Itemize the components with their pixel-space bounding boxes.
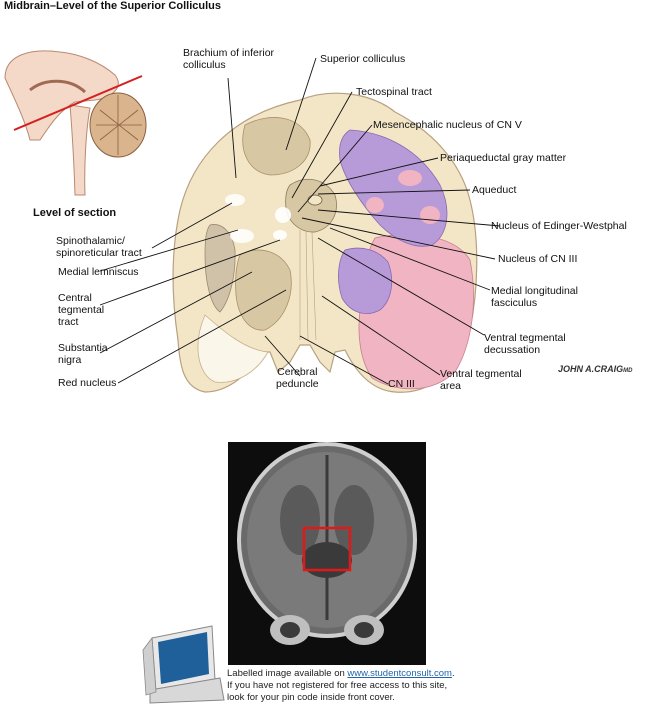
midbrain-section xyxy=(172,92,478,393)
label-nucleus-cn3: Nucleus of CN III xyxy=(498,253,578,265)
label-spinothalamic-tract: Spinothalamic/spinoreticular tract xyxy=(56,235,142,259)
sagittal-brain-thumbnail xyxy=(4,50,147,196)
page-title: Midbrain–Level of the Superior Colliculu… xyxy=(4,0,221,12)
label-tectospinal-tract: Tectospinal tract xyxy=(356,86,432,98)
section-line xyxy=(13,75,143,131)
label-periaqueductal-gray: Periaqueductal gray matter xyxy=(440,152,567,164)
label-red-nucleus: Red nucleus xyxy=(58,377,117,389)
studentconsult-link[interactable]: www.studentconsult.com xyxy=(347,668,452,679)
label-medial-lemniscus: Medial lemniscus xyxy=(58,266,139,278)
label-mesencephalic-nucleus: Mesencephalic nucleus of CN V xyxy=(373,119,522,131)
access-note: Labelled image available on www.studentc… xyxy=(227,668,455,703)
level-of-section-label: Level of section xyxy=(33,207,117,219)
monitor-icon xyxy=(142,625,225,704)
leader-lines xyxy=(99,57,501,385)
label-aqueduct: Aqueduct xyxy=(472,184,517,196)
label-superior-colliculus: Superior colliculus xyxy=(320,53,406,65)
mri-scan xyxy=(228,442,426,665)
artist-signature: JOHN A.CRAIGMD xyxy=(558,364,633,374)
highlight-box xyxy=(302,526,352,572)
label-cn3: CN III xyxy=(388,378,415,390)
label-edinger-westphal: Nucleus of Edinger-Westphal xyxy=(491,220,627,232)
